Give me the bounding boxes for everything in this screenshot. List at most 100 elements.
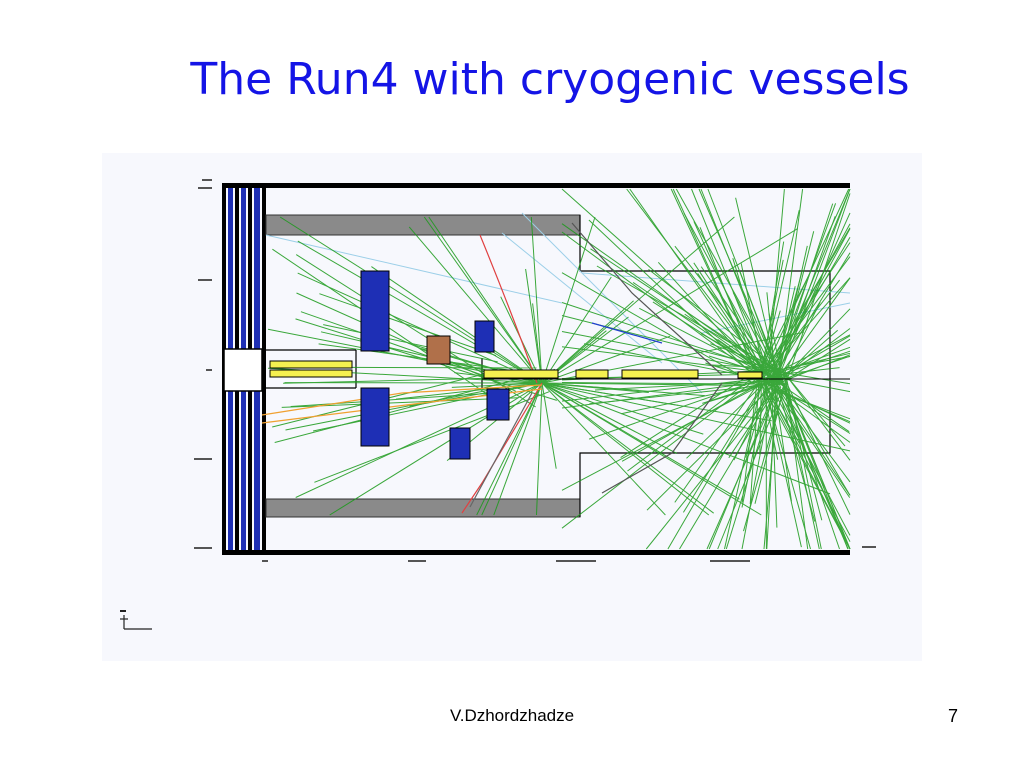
particle-track (741, 376, 776, 550)
particle-track (408, 226, 543, 384)
particle-track (561, 382, 784, 385)
particle-track (541, 382, 557, 469)
particle-track (428, 216, 543, 384)
particle-track (594, 380, 772, 391)
vessel-3 (621, 369, 699, 379)
particle-track (279, 216, 543, 384)
particle-track (541, 276, 612, 384)
particle-track (763, 369, 780, 550)
particle-track (785, 308, 851, 376)
particle-track (667, 383, 765, 550)
particle-track (784, 193, 851, 388)
particle-track (530, 216, 543, 384)
particle-track (766, 375, 851, 393)
particle-track (762, 279, 840, 380)
particle-track (561, 302, 784, 376)
particle-track (314, 391, 550, 483)
particle-track (561, 331, 764, 371)
particle-track (763, 383, 811, 550)
particle-track (759, 381, 851, 550)
upper-wall (265, 214, 581, 236)
particle-track (590, 248, 775, 371)
particle-track (766, 377, 851, 536)
particle-track (672, 188, 761, 382)
particle-track (769, 376, 851, 496)
particle-track (541, 382, 704, 435)
particle-track (768, 203, 837, 385)
magnet-upper (360, 270, 390, 352)
particle-track (536, 382, 543, 516)
particle-track (541, 382, 710, 516)
particle-track (784, 301, 821, 373)
particle-track (371, 266, 543, 384)
particle-track (732, 292, 775, 373)
particle-track (319, 293, 497, 357)
particle-track (541, 382, 639, 391)
particle-track (708, 384, 778, 550)
tracks-green (267, 188, 851, 550)
particle-track (297, 272, 543, 384)
detector-event-figure (102, 153, 922, 661)
vessel-2 (575, 369, 609, 379)
slide-title: The Run4 with cryogenic vessels (190, 54, 910, 105)
particle-track (754, 382, 786, 504)
detector-event-svg (120, 179, 876, 630)
particle-track (541, 382, 740, 500)
particle-track (541, 382, 772, 422)
particle-track (395, 382, 543, 400)
particle-track (777, 386, 816, 522)
particle-track (764, 383, 800, 444)
particle-track (319, 366, 537, 369)
particle-track (629, 188, 767, 384)
particle-track (648, 269, 784, 374)
particle-track (769, 375, 851, 483)
particle-track (297, 240, 543, 384)
particle-track (588, 219, 758, 380)
particle-track (775, 188, 851, 385)
particle-track (493, 382, 543, 516)
particle-track (596, 265, 778, 371)
particle-track (781, 369, 851, 461)
particle-track (451, 382, 543, 388)
particle-track (541, 216, 596, 384)
bottom-axis-ticks (262, 546, 876, 562)
particle-track (770, 350, 851, 379)
particle-track (740, 263, 766, 381)
left-axis-ticks (194, 179, 212, 549)
particle-track (783, 386, 851, 550)
particle-track (774, 387, 792, 502)
particle-track (675, 188, 781, 375)
particle-track (758, 275, 810, 373)
particle-track (646, 383, 775, 511)
particle-track (772, 329, 839, 388)
particle-track (541, 382, 831, 495)
particle-track (621, 380, 779, 415)
particle-track (290, 392, 498, 407)
particle-track (766, 292, 776, 374)
particle-track (541, 335, 671, 384)
magnet-blocks (360, 270, 510, 460)
particle-track (728, 384, 778, 459)
particle-track (561, 346, 782, 375)
particle-track (541, 382, 678, 454)
vessel-1 (483, 369, 559, 379)
particle-track (768, 312, 785, 389)
particle-track (541, 382, 851, 452)
axis-key-icon (120, 610, 152, 630)
particle-track (771, 335, 851, 383)
particle-track (679, 374, 785, 550)
particle-track (541, 382, 746, 386)
particle-track (699, 227, 758, 371)
particle-track (691, 188, 766, 371)
tracks-colored (261, 222, 723, 514)
cryogenic-vessels (269, 360, 850, 380)
particle-track (757, 210, 800, 388)
beam-opening (223, 348, 263, 392)
particle-track (561, 373, 782, 491)
footer-author: V.Dzhordzhadze (449, 706, 575, 725)
particle-track (541, 382, 715, 514)
particle-track (761, 241, 785, 372)
particle-track (323, 324, 498, 363)
particle-track (274, 368, 556, 443)
particle-track (698, 188, 780, 375)
